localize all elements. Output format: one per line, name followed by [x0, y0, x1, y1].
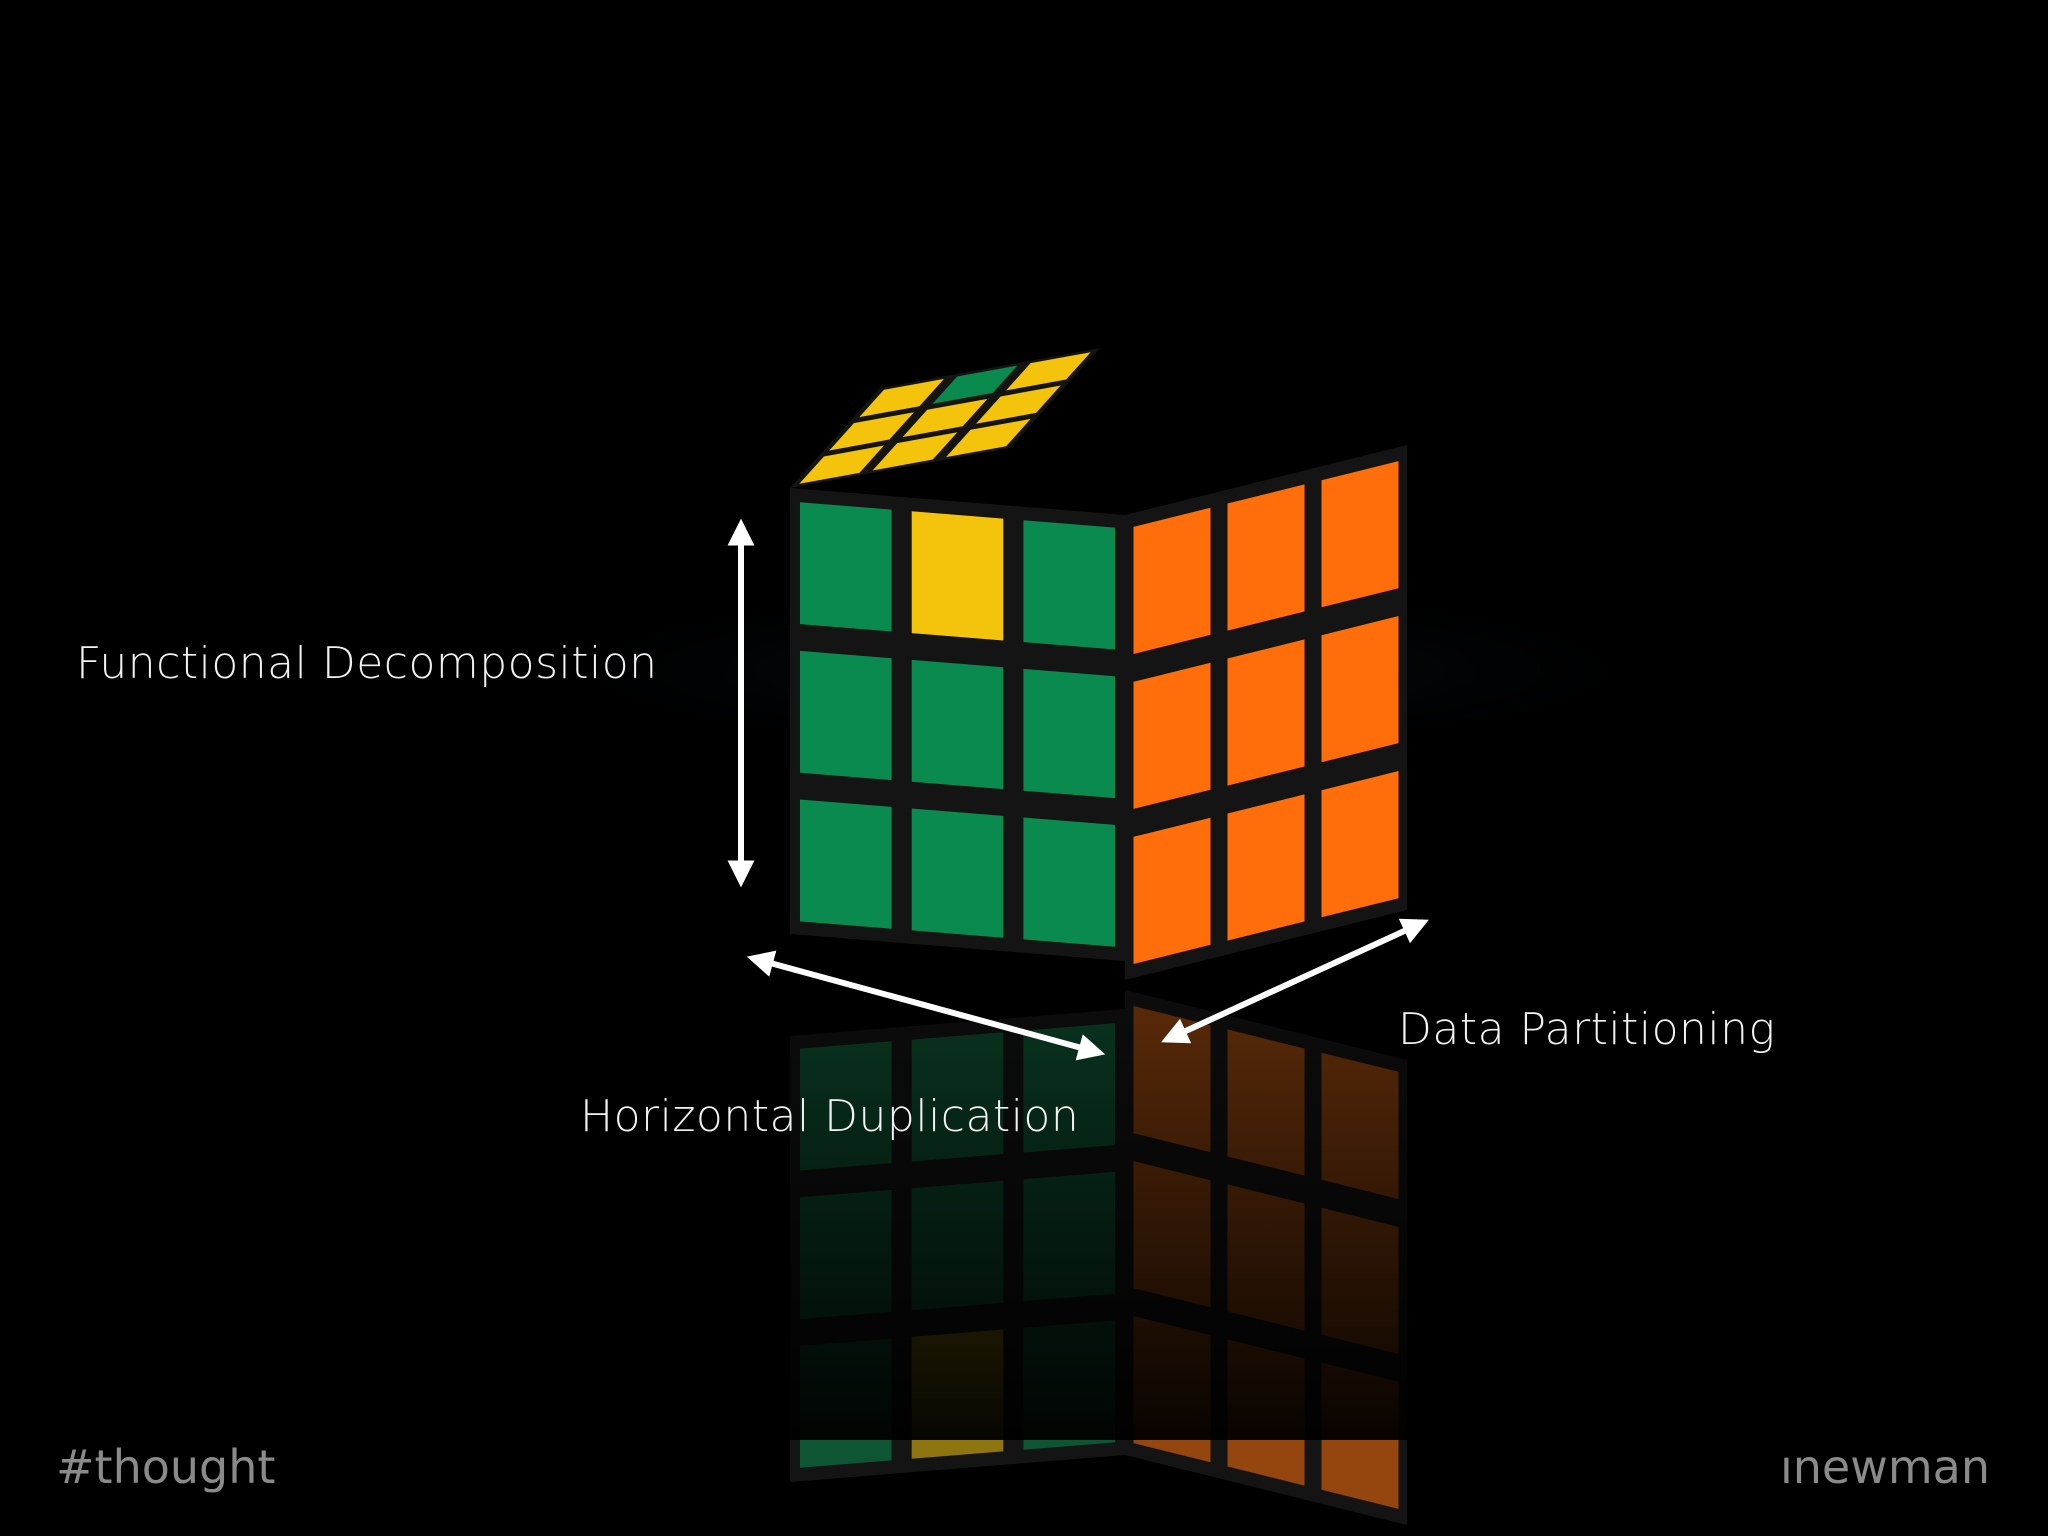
hashtag-text: #thought	[56, 1440, 276, 1494]
top-sticker	[932, 365, 1018, 404]
top-sticker	[859, 378, 944, 418]
horizontal-duplication-arrow	[746, 950, 1106, 1061]
right-sticker	[1321, 461, 1399, 608]
right-sticker	[1321, 616, 1399, 763]
data-partitioning-label: Data Partitioning	[1398, 1004, 1776, 1055]
front-sticker	[800, 650, 892, 781]
front-sticker	[800, 799, 892, 929]
front-sticker	[911, 659, 1004, 790]
arrows	[727, 518, 1429, 1061]
front-sticker	[911, 511, 1004, 641]
right-sticker	[1133, 662, 1211, 809]
top-sticker	[872, 432, 958, 471]
front-sticker	[1023, 520, 1115, 650]
horizontal-duplication-label: Horizontal Duplication	[580, 1091, 1080, 1142]
right-sticker	[1227, 639, 1305, 786]
top-sticker	[902, 398, 988, 438]
right-sticker	[1133, 507, 1211, 654]
right-sticker	[1321, 771, 1399, 918]
top-sticker	[946, 418, 1031, 458]
front-sticker	[1023, 668, 1115, 799]
reflection-fade	[760, 960, 1460, 1440]
top-sticker	[976, 385, 1061, 424]
functional-decomposition-label: Functional Decomposition	[76, 638, 658, 689]
front-sticker	[1023, 817, 1115, 947]
rubiks-cube	[790, 348, 1407, 980]
top-sticker	[799, 445, 884, 484]
author-handle: ınewman	[1779, 1440, 1990, 1494]
right-sticker	[1227, 484, 1305, 631]
front-sticker	[911, 808, 1004, 938]
right-sticker	[1227, 794, 1305, 941]
data-partitioning-arrow	[1161, 918, 1429, 1044]
right-sticker	[1133, 817, 1211, 964]
front-sticker	[800, 502, 892, 632]
top-sticker	[1006, 352, 1091, 391]
top-sticker	[829, 412, 914, 451]
